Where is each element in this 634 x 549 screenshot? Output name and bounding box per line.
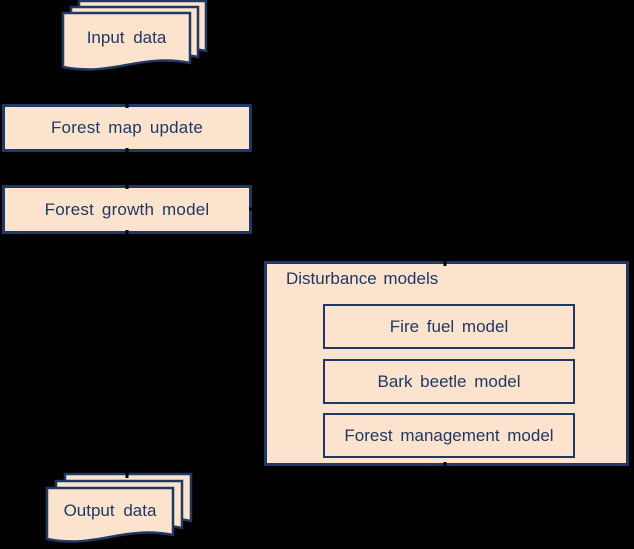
forest-map-update-label: Forest map update: [50, 118, 204, 137]
forest-growth-model-label: Forest growth model: [44, 199, 210, 219]
output-data-label: Output data: [63, 501, 157, 520]
node-forest-growth-model: Forest growth model: [2, 185, 252, 234]
disturbance-models-label: Disturbance models: [286, 269, 439, 288]
node-bark-beetle-model: Bark beetle model: [323, 359, 575, 404]
node-forest-management-model: Forest management model: [323, 413, 575, 458]
input-data-label: Input data: [86, 28, 167, 47]
fire-fuel-model-label: Fire fuel model: [389, 316, 509, 336]
input-data-multidocument-shape: [61, 0, 208, 71]
node-forest-map-update: Forest map update: [2, 104, 252, 152]
output-data-multidocument-shape: [45, 472, 193, 543]
bark-beetle-model-label: Bark beetle model: [377, 371, 521, 391]
node-fire-fuel-model: Fire fuel model: [323, 304, 575, 349]
node-input-data: Input data: [63, 13, 190, 63]
node-disturbance-models: Disturbance models Fire fuel model Bark …: [264, 261, 629, 466]
forest-management-model-label: Forest management model: [344, 425, 554, 445]
node-output-data: Output data: [47, 488, 173, 534]
